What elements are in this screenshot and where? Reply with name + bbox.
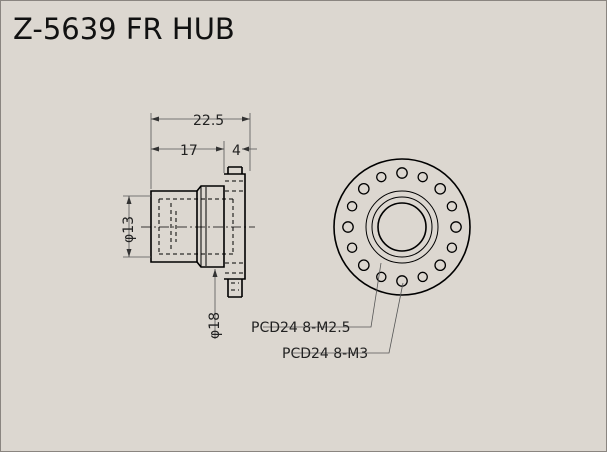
dim-hub-diameter: φ18: [207, 312, 223, 339]
bolt-hole-m3: [357, 182, 370, 195]
bolt-hole-m3: [396, 167, 408, 179]
bolt-hole-m3: [434, 182, 447, 195]
hub-circle-inner: [371, 196, 433, 258]
arrow: [151, 146, 159, 152]
bolt-hole-m25: [446, 201, 458, 212]
bolt-hole-m25: [446, 242, 458, 253]
bolt-hole-m3: [450, 221, 462, 233]
bolt-hole-m25: [346, 242, 358, 253]
arrow: [151, 116, 159, 122]
bolt-hole-pattern: [342, 167, 462, 287]
hub-outline: [196, 185, 225, 268]
flange-top-tab: [227, 166, 243, 174]
bolt-hole-m3: [434, 259, 447, 272]
leader-m3: [293, 282, 404, 354]
leader-m25: [263, 262, 382, 328]
dim-overall-length: 22.5: [193, 113, 224, 129]
arrow: [212, 269, 218, 277]
arrow: [242, 146, 249, 152]
bolt-hole-m25: [376, 271, 387, 283]
flange-bottom-tab: [227, 279, 243, 298]
front-view: PCD24 8-M2.5 PCD24 8-M3: [251, 158, 471, 362]
bolt-hole-m25: [417, 171, 428, 183]
side-view: 22.5 17 4 φ13 φ18: [121, 113, 257, 339]
arrow: [126, 196, 132, 204]
dim-body-diameter: φ13: [121, 216, 137, 243]
hub-circle-outer: [365, 190, 439, 264]
callout-m3-holes: PCD24 8-M3: [282, 346, 368, 362]
bolt-hole-m25: [346, 201, 358, 212]
drawing-title: Z-5639 FR HUB: [13, 12, 235, 46]
arrow: [242, 116, 250, 122]
bolt-hole-m25: [417, 271, 428, 283]
bore-circle: [377, 202, 427, 252]
arrow: [126, 249, 132, 257]
dim-flange-thickness: 4: [232, 143, 241, 159]
callout-m25-holes: PCD24 8-M2.5: [251, 320, 351, 336]
dim-body-length: 17: [180, 143, 198, 159]
bolt-hole-m25: [376, 171, 387, 183]
flange-outer-circle: [333, 158, 471, 296]
flange-outline: [224, 173, 246, 280]
arrow: [216, 146, 224, 152]
bolt-hole-m3: [357, 259, 370, 272]
body-outline: [150, 190, 198, 263]
bolt-hole-m3: [342, 221, 354, 233]
bolt-hole-m3: [396, 275, 408, 287]
